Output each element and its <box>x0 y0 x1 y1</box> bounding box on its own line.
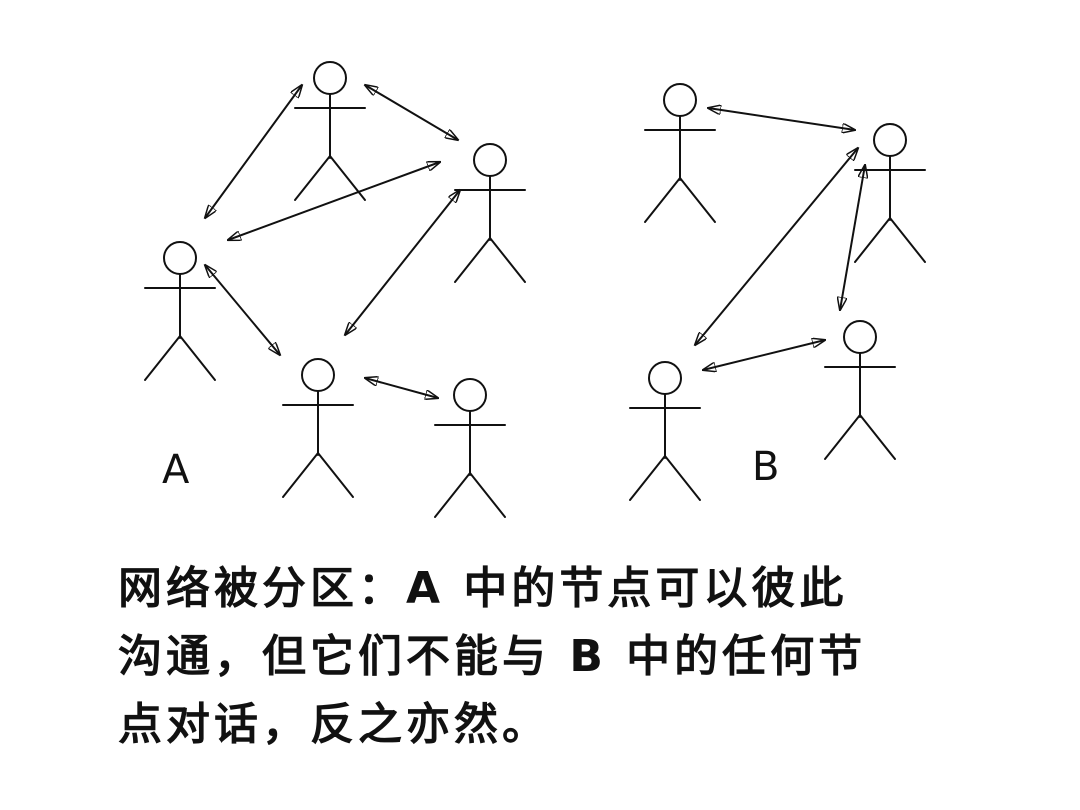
caption-line-3: 点对话，反之亦然。 <box>118 699 550 750</box>
caption-line-1: 网络被分区：A 中的节点可以彼此 <box>118 563 848 614</box>
node-leg <box>294 155 331 201</box>
bidirectional-arrow <box>703 340 825 370</box>
node-leg <box>824 414 861 460</box>
stick-figure-node-group-b <box>854 123 926 263</box>
bidirectional-arrow <box>228 162 440 240</box>
stick-figure-node-group-a <box>434 378 506 518</box>
node-leg <box>329 155 366 201</box>
stick-figure-node-group-a <box>144 241 216 381</box>
node-head <box>663 83 697 117</box>
node-leg <box>317 452 354 498</box>
node-head <box>301 358 335 392</box>
node-leg <box>854 217 891 263</box>
group-a-label: A <box>162 447 190 493</box>
node-head <box>843 320 877 354</box>
stick-figure-node-group-b <box>824 320 896 460</box>
node-leg <box>889 217 926 263</box>
bidirectional-arrow <box>365 378 438 398</box>
group-b-label: B <box>752 444 779 490</box>
node-head <box>473 143 507 177</box>
caption-line-2: 沟通，但它们不能与 B 中的任何节 <box>118 631 867 682</box>
bidirectional-arrow <box>205 85 302 218</box>
bidirectional-arrow <box>840 165 865 310</box>
node-head <box>648 361 682 395</box>
node-head <box>163 241 197 275</box>
node-leg <box>282 452 319 498</box>
node-leg <box>179 335 216 381</box>
stick-figure-node-group-a <box>294 61 366 201</box>
node-leg <box>454 237 491 283</box>
stick-figure-node-group-a <box>454 143 526 283</box>
node-head <box>453 378 487 412</box>
node-head <box>873 123 907 157</box>
node-leg <box>434 472 471 518</box>
node-leg <box>679 177 716 223</box>
node-leg <box>144 335 181 381</box>
stick-figure-node-group-b <box>644 83 716 223</box>
node-leg <box>469 472 506 518</box>
bidirectional-arrow <box>708 108 855 130</box>
bidirectional-arrow <box>695 148 858 345</box>
bidirectional-arrow <box>365 85 458 140</box>
node-leg <box>629 455 666 501</box>
bidirectional-arrow <box>345 190 460 335</box>
stick-figure-node-group-a <box>282 358 354 498</box>
node-head <box>313 61 347 95</box>
node-leg <box>664 455 701 501</box>
stick-figure-node-group-b <box>629 361 701 501</box>
node-leg <box>859 414 896 460</box>
caption: 网络被分区：A 中的节点可以彼此 沟通，但它们不能与 B 中的任何节 点对话，反… <box>118 555 866 759</box>
node-leg <box>644 177 681 223</box>
bidirectional-arrow <box>205 265 280 355</box>
node-leg <box>489 237 526 283</box>
